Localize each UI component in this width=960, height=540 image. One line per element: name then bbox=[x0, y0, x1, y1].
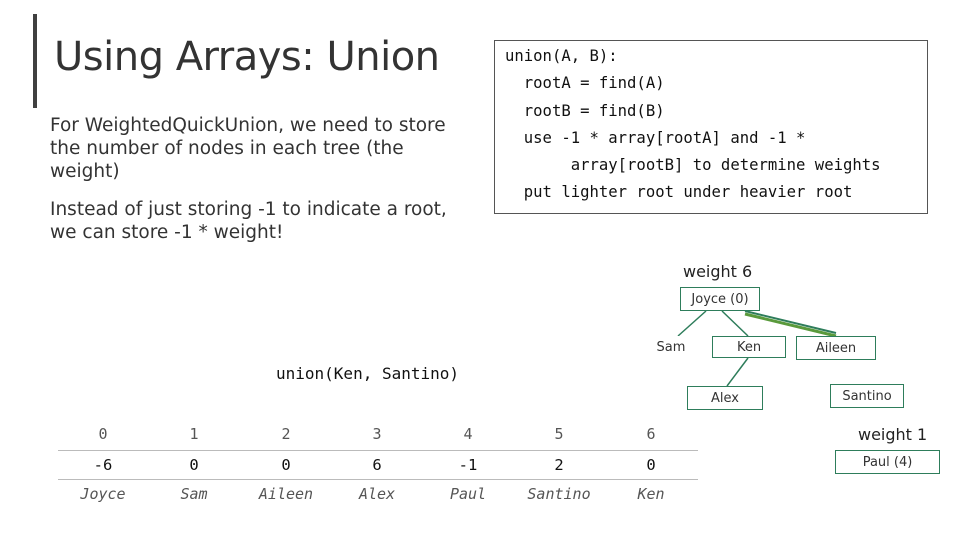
code-line-2: rootA = find(A) bbox=[505, 74, 665, 93]
node-joyce: Joyce (0) bbox=[680, 287, 760, 311]
array-value: 0 bbox=[646, 456, 656, 474]
array-value: -1 bbox=[458, 456, 478, 474]
array-index: 1 bbox=[189, 425, 199, 443]
edge-joyce-aileen-highlight bbox=[744, 312, 837, 338]
array-name: Joyce bbox=[80, 485, 126, 503]
code-line-1: union(A, B): bbox=[505, 47, 618, 65]
accent-bar bbox=[33, 14, 37, 108]
edge-ken-alex bbox=[726, 357, 749, 387]
node-ken: Ken bbox=[712, 336, 786, 358]
array-name: Ken bbox=[637, 485, 665, 503]
node-paul: Paul (4) bbox=[835, 450, 940, 474]
paragraph-weight: For WeightedQuickUnion, we need to store… bbox=[50, 115, 446, 182]
array-divider-bottom bbox=[58, 479, 698, 480]
array-name: Sam bbox=[180, 485, 208, 503]
array-index: 5 bbox=[554, 425, 564, 443]
array-index: 6 bbox=[646, 425, 656, 443]
tree2-weight-label: weight 1 bbox=[858, 425, 928, 444]
array-name: Aileen bbox=[258, 485, 314, 503]
node-sam: Sam bbox=[640, 336, 702, 358]
array-value: 2 bbox=[554, 456, 564, 474]
array-value: 6 bbox=[372, 456, 382, 474]
array-divider-top bbox=[58, 450, 698, 451]
union-call: union(Ken, Santino) bbox=[276, 364, 460, 383]
code-listing: union(A, B): rootA = find(A) rootB = fin… bbox=[505, 43, 881, 207]
array-index: 2 bbox=[281, 425, 291, 443]
edge-joyce-sam bbox=[677, 310, 707, 337]
code-box: union(A, B): rootA = find(A) rootB = fin… bbox=[494, 40, 928, 214]
node-alex: Alex bbox=[687, 386, 763, 410]
array-value: 0 bbox=[189, 456, 199, 474]
array-name: Santino bbox=[527, 485, 591, 503]
tree1-weight-label: weight 6 bbox=[683, 262, 753, 281]
array-index: 3 bbox=[372, 425, 382, 443]
array-index: 0 bbox=[98, 425, 108, 443]
edge-joyce-aileen bbox=[744, 310, 837, 334]
paragraph-store-weight: Instead of just storing -1 to indicate a… bbox=[50, 199, 447, 243]
slide-title: Using Arrays: Union bbox=[54, 34, 440, 80]
code-line-3: rootB = find(B) bbox=[505, 101, 665, 120]
array-name: Paul bbox=[449, 485, 487, 503]
array-index: 4 bbox=[463, 425, 473, 443]
code-line-4: use -1 * array[rootA] and -1 * bbox=[505, 128, 806, 147]
array-value: -6 bbox=[93, 456, 113, 474]
code-line-6: put lighter root under heavier root bbox=[505, 183, 853, 202]
edge-joyce-ken bbox=[721, 310, 749, 337]
array-name: Alex bbox=[358, 485, 396, 503]
code-line-5: array[rootB] to determine weights bbox=[505, 156, 881, 175]
node-santino: Santino bbox=[830, 384, 904, 408]
array-value: 0 bbox=[281, 456, 291, 474]
node-aileen: Aileen bbox=[796, 336, 876, 360]
